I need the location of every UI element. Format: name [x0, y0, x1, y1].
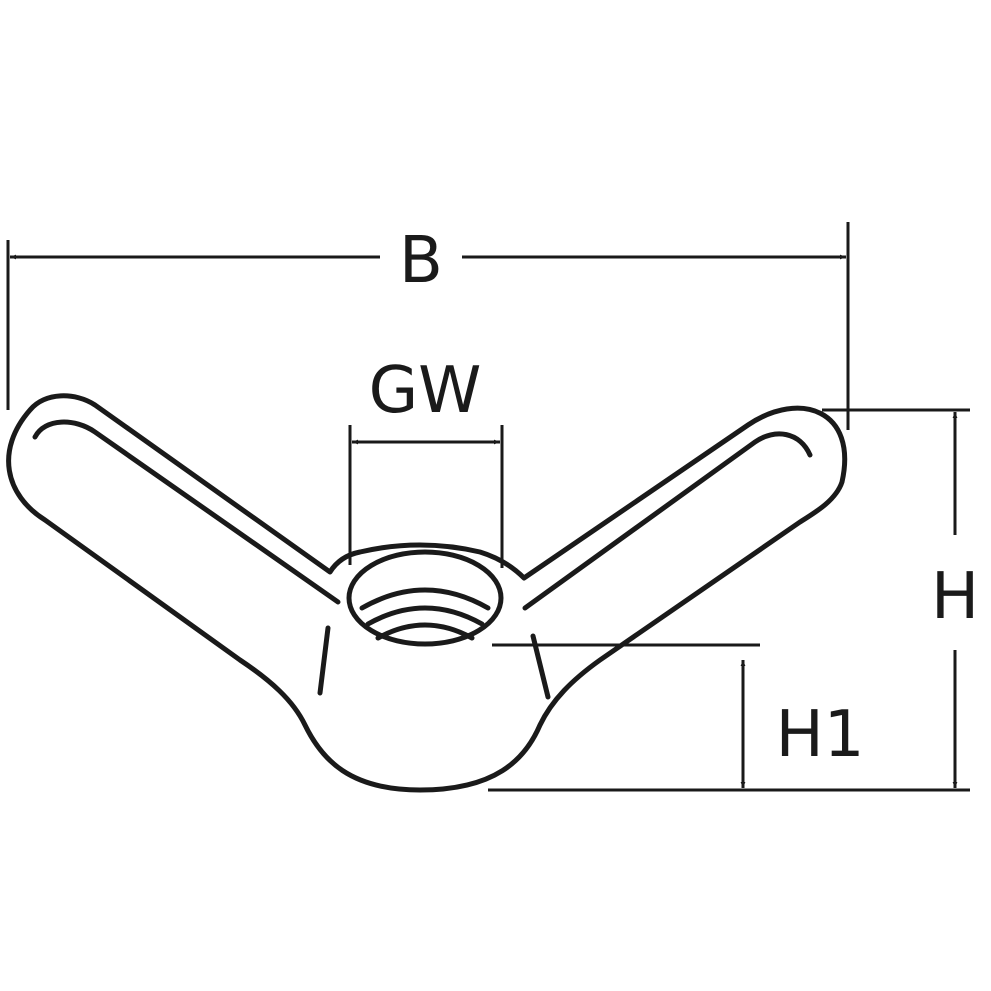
dimension-h1 [492, 643, 760, 788]
dimension-gw [348, 425, 504, 568]
dimension-b [6, 222, 850, 430]
dimension-h [488, 408, 970, 792]
dimension-h1-label: H1 [776, 698, 865, 772]
left-wing-slot [32, 419, 341, 605]
dimension-h-label: H [931, 560, 979, 634]
left-ridge-line [317, 625, 331, 696]
right-wing-slot [522, 431, 813, 611]
dimension-gw-label: GW [369, 354, 482, 428]
dimension-b-label: B [399, 224, 443, 298]
threaded-hole [346, 549, 504, 647]
wing-nut-outline [6, 393, 848, 793]
